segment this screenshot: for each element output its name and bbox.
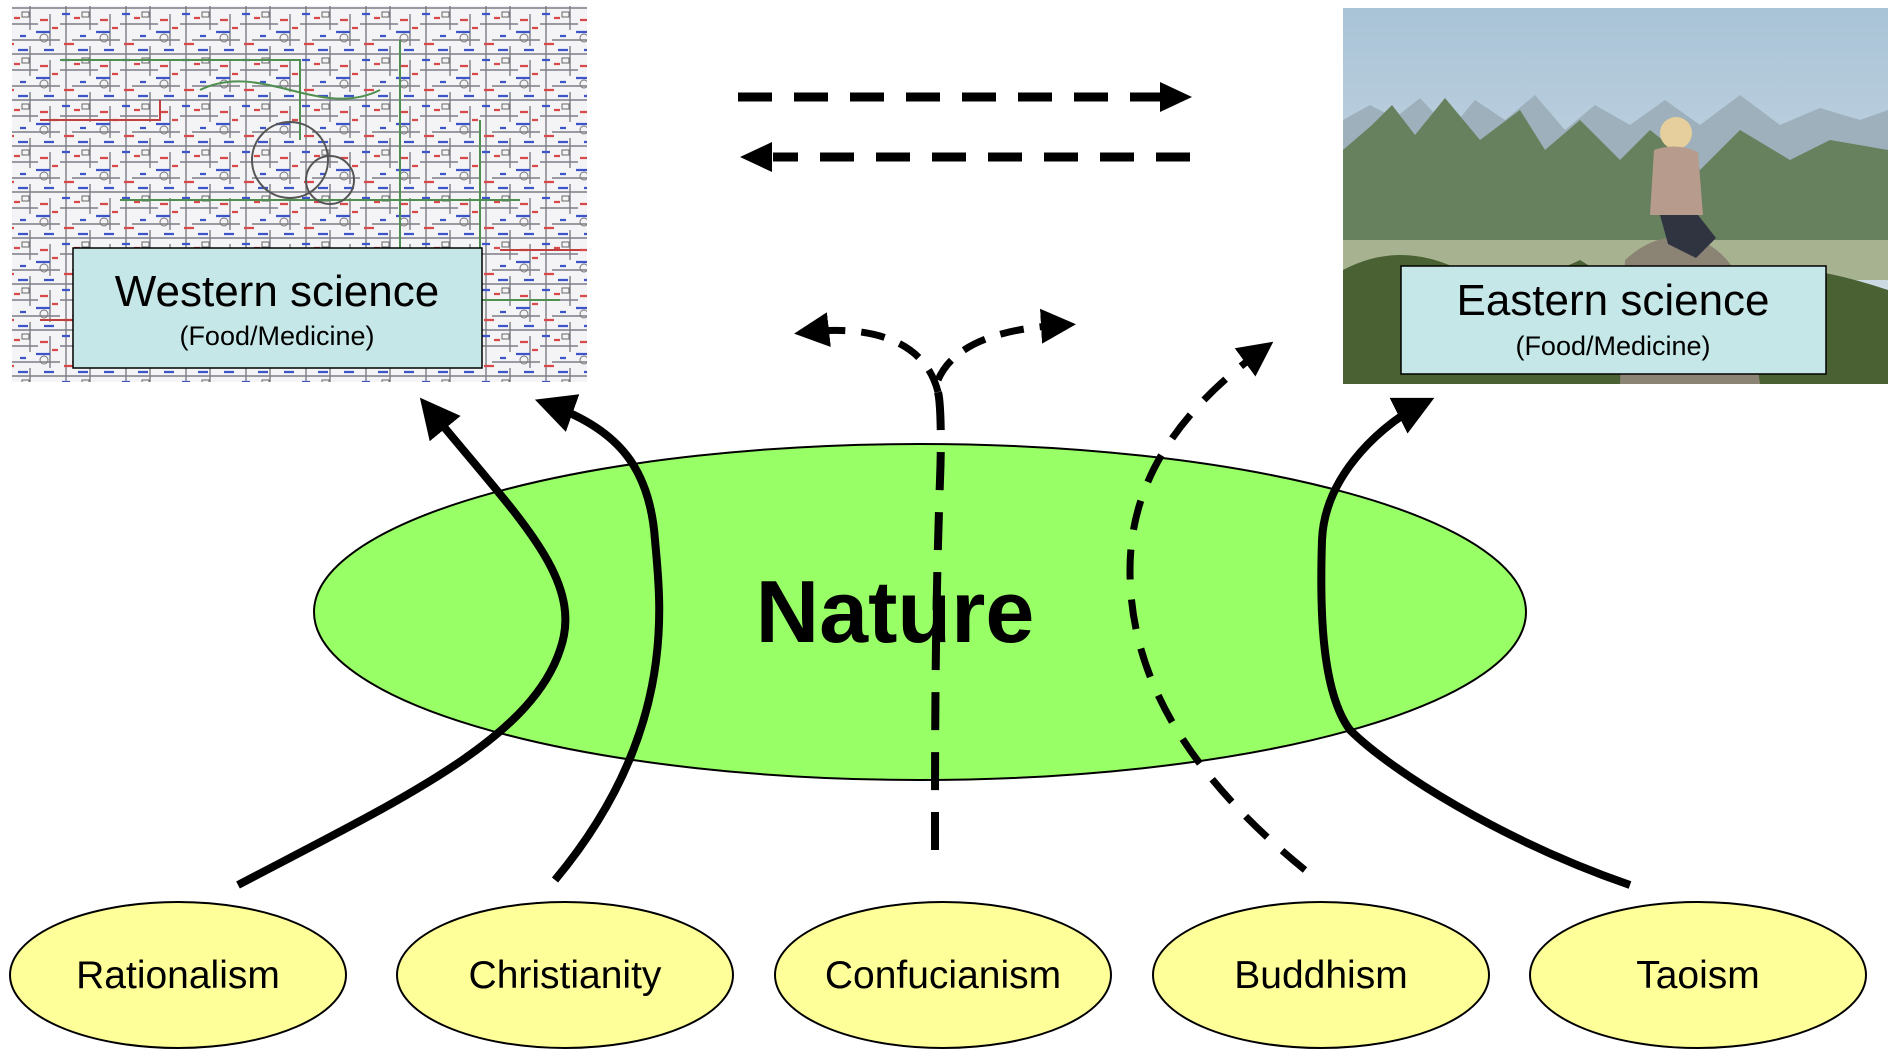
origin-taoism: Taoism	[1529, 901, 1867, 1049]
western-science-title: Western science	[115, 267, 439, 316]
confucianism-flow-line	[931, 391, 945, 851]
origin-buddhism: Buddhism	[1152, 901, 1490, 1049]
exchange-arrows	[738, 82, 1192, 172]
eastern-science-title: Eastern science	[1456, 276, 1769, 325]
rationalism-flow-line	[236, 397, 570, 889]
taoism-flow-line	[1317, 397, 1632, 889]
eastern-science-subtitle: (Food/Medicine)	[1515, 331, 1710, 361]
confucianism-east-branch	[934, 308, 1076, 382]
origin-christianity: Christianity	[396, 901, 734, 1049]
nature-label: Nature	[756, 562, 1035, 661]
buddhism-flow-line	[1126, 341, 1308, 873]
western-science-subtitle: (Food/Medicine)	[179, 321, 374, 351]
origin-label-christianity: Christianity	[469, 954, 662, 997]
origin-rationalism: Rationalism	[9, 901, 347, 1049]
eastern-science-label: Eastern science (Food/Medicine)	[1400, 265, 1827, 375]
origin-label-buddhism: Buddhism	[1234, 954, 1407, 997]
confucianism-west-branch	[794, 312, 942, 393]
flow-lines	[236, 308, 1632, 889]
origin-label-rationalism: Rationalism	[76, 954, 280, 997]
origin-label-confucianism: Confucianism	[825, 954, 1061, 997]
nature-ellipse	[313, 443, 1527, 781]
origin-label-taoism: Taoism	[1636, 954, 1760, 997]
origin-confucianism: Confucianism	[774, 901, 1112, 1049]
western-science-label: Western science (Food/Medicine)	[72, 247, 483, 369]
christianity-flow-line	[534, 394, 664, 883]
